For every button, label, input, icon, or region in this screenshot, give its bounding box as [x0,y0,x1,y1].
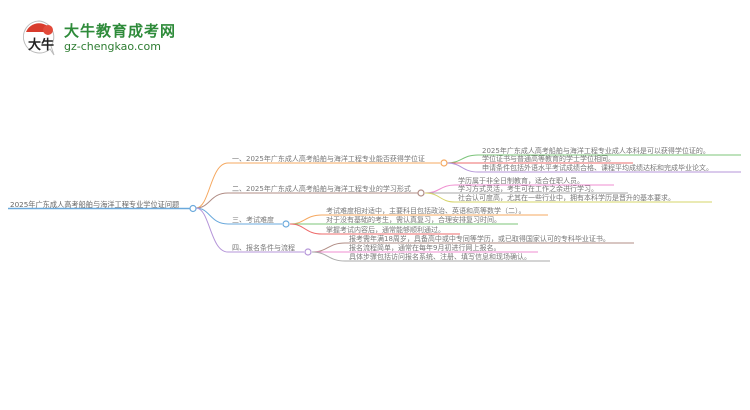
branch-3-leaf-1[interactable]: 考试难度相对适中，主要科目包括政治、英语和高等数学（二）。 [326,207,526,215]
branch-3-label[interactable]: 三、考试难度 [232,216,274,224]
branch-2-label[interactable]: 二、2025年广东成人高考船舶与海洋工程专业的学习形式 [232,185,411,193]
branch-4-leaf-3[interactable]: 具体步骤包括访问报名系统、注册、填写信息和现场确认。 [349,253,531,261]
branch-4-leaf-2[interactable]: 报名流程简单，通常在每年9月初进行网上报名。 [349,244,501,252]
site-logo[interactable]: 大牛 大牛教育成考网 gz-chengkao.com [18,18,208,58]
svg-text:大牛: 大牛 [28,37,54,53]
branch-1-leaf-3[interactable]: 申请条件包括外语水平考试成绩合格、课程平均成绩达标和完成毕业论文。 [482,164,713,172]
branch-4-leaf-1[interactable]: 报考需年满18周岁，具备高中或中专同等学历，或已取得国家认可的专科毕业证书。 [349,235,610,243]
branch-2-leaf-1[interactable]: 学历属于非全日制教育，适合在职人员。 [458,177,584,185]
branch-2-leaf-2[interactable]: 学习方式灵活，考生可在工作之余进行学习。 [458,185,598,193]
branch-1-leaf-2[interactable]: 学位证书与普通高等教育的学士学位相同。 [482,155,615,163]
logo-url: gz-chengkao.com [64,40,161,53]
branch-1-leaf-1[interactable]: 2025年广东成人高考船舶与海洋工程专业成人本科是可以获得学位证的。 [482,147,710,155]
mindmap-root[interactable]: 2025年广东成人高考船舶与海洋工程专业学位证问题 [10,200,180,209]
branch-3-leaf-2[interactable]: 对于没有基础的考生，需认真复习，合理安排复习时间。 [326,216,501,224]
branch-2-leaf-3[interactable]: 社会认可度高，尤其在一些行业中，拥有本科学历是晋升的基本要求。 [458,194,675,202]
branch-4-label[interactable]: 四、报名条件与流程 [232,244,295,252]
branch-3-leaf-3[interactable]: 掌握考试内容后，通常能够顺利通过。 [326,226,445,234]
logo-badge-icon: 大牛 [22,20,55,56]
branch-1-label[interactable]: 一、2025年广东成人高考船舶与海洋工程专业能否获得学位证 [232,155,425,163]
logo-title: 大牛教育成考网 [64,22,177,40]
